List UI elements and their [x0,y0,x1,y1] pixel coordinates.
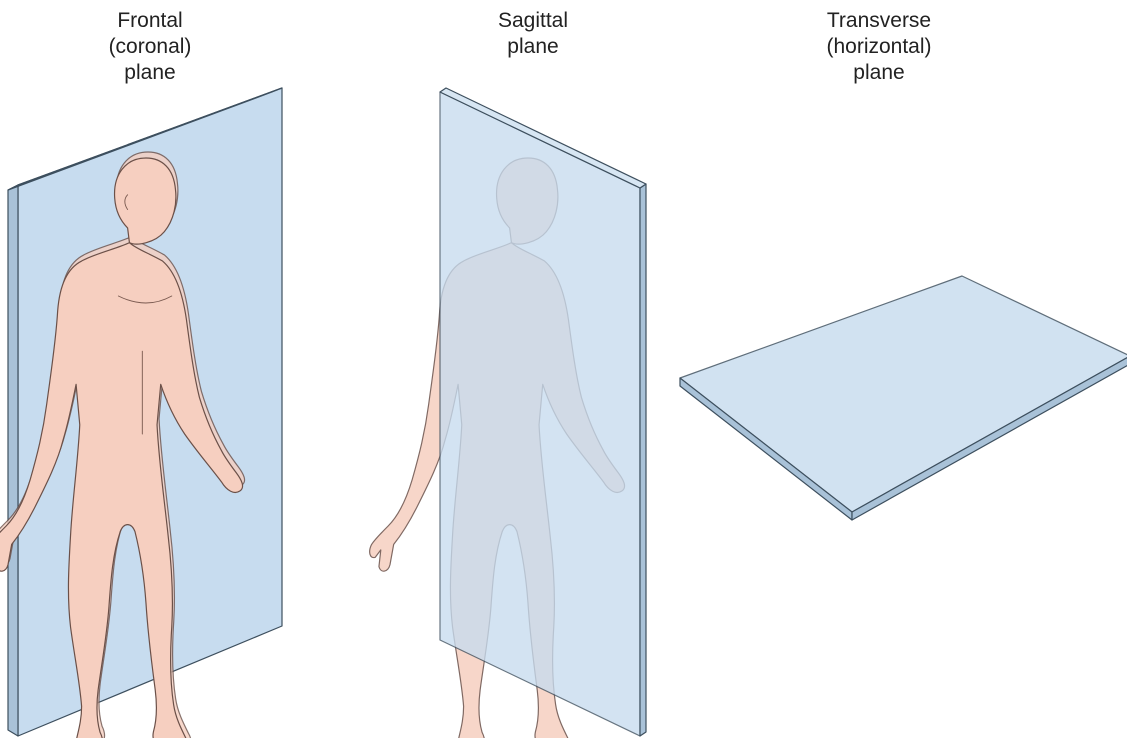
sagittal-plane-group [370,88,646,738]
sagittal-plane-panel [440,92,640,736]
sagittal-plane-edge [640,184,646,736]
frontal-plane-edge [8,185,18,736]
transverse-plane-panel [680,276,1127,512]
frontal-plane-group [0,88,282,738]
transverse-plane-group [680,158,1127,738]
